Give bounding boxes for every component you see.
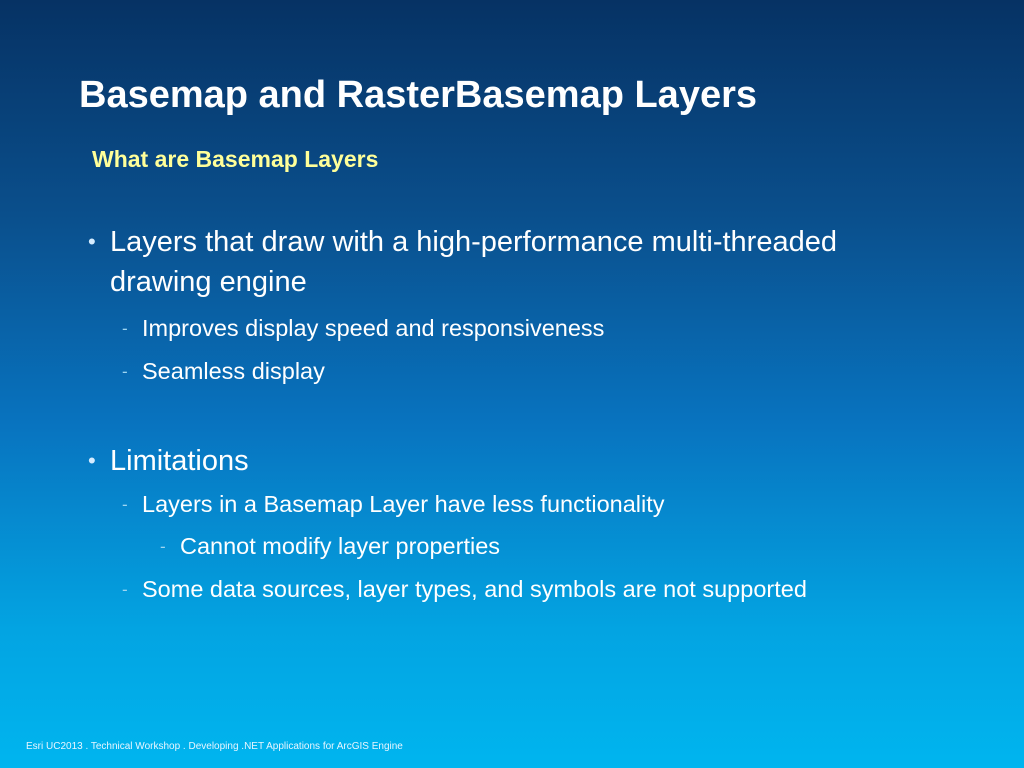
bullet-text: Limitations [110, 445, 249, 477]
sub-bullet-item-3: - Layers in a Basemap Layer have less fu… [122, 488, 848, 521]
bullet-marker: • [88, 229, 96, 254]
slide-subtitle: What are Basemap Layers [92, 146, 379, 172]
sub-bullet-item-1: - Improves display speed and responsiven… [122, 312, 848, 345]
sub-bullet-item-2: - Seamless display [122, 355, 848, 388]
slide-title: Basemap and RasterBasemap Layers [79, 74, 758, 116]
sub-bullet-item-4: - Some data sources, layer types, and sy… [122, 573, 848, 606]
dash-marker: - [122, 495, 128, 514]
dash-marker: - [122, 580, 128, 599]
dash-marker: - [160, 537, 166, 556]
bullet-text: Layers that draw with a high-performance… [110, 226, 837, 298]
dash-marker: - [122, 362, 128, 381]
bullet-item-2: • Limitations [88, 441, 848, 481]
bullet-list: • Layers that draw with a high-performan… [88, 222, 848, 606]
sub-sub-bullet-item-1: - Cannot modify layer properties [160, 530, 848, 563]
slide-footer: Esri UC2013 . Technical Workshop . Devel… [26, 741, 403, 752]
bullet-marker: • [88, 448, 96, 473]
sub-bullet-text: Improves display speed and responsivenes… [142, 315, 605, 341]
sub-bullet-text: Some data sources, layer types, and symb… [142, 576, 807, 602]
sub-bullet-text: Layers in a Basemap Layer have less func… [142, 491, 665, 517]
sub-sub-bullet-text: Cannot modify layer properties [180, 533, 501, 559]
dash-marker: - [122, 319, 128, 338]
sub-bullet-text: Seamless display [142, 358, 325, 384]
bullet-item-1: • Layers that draw with a high-performan… [88, 222, 848, 302]
